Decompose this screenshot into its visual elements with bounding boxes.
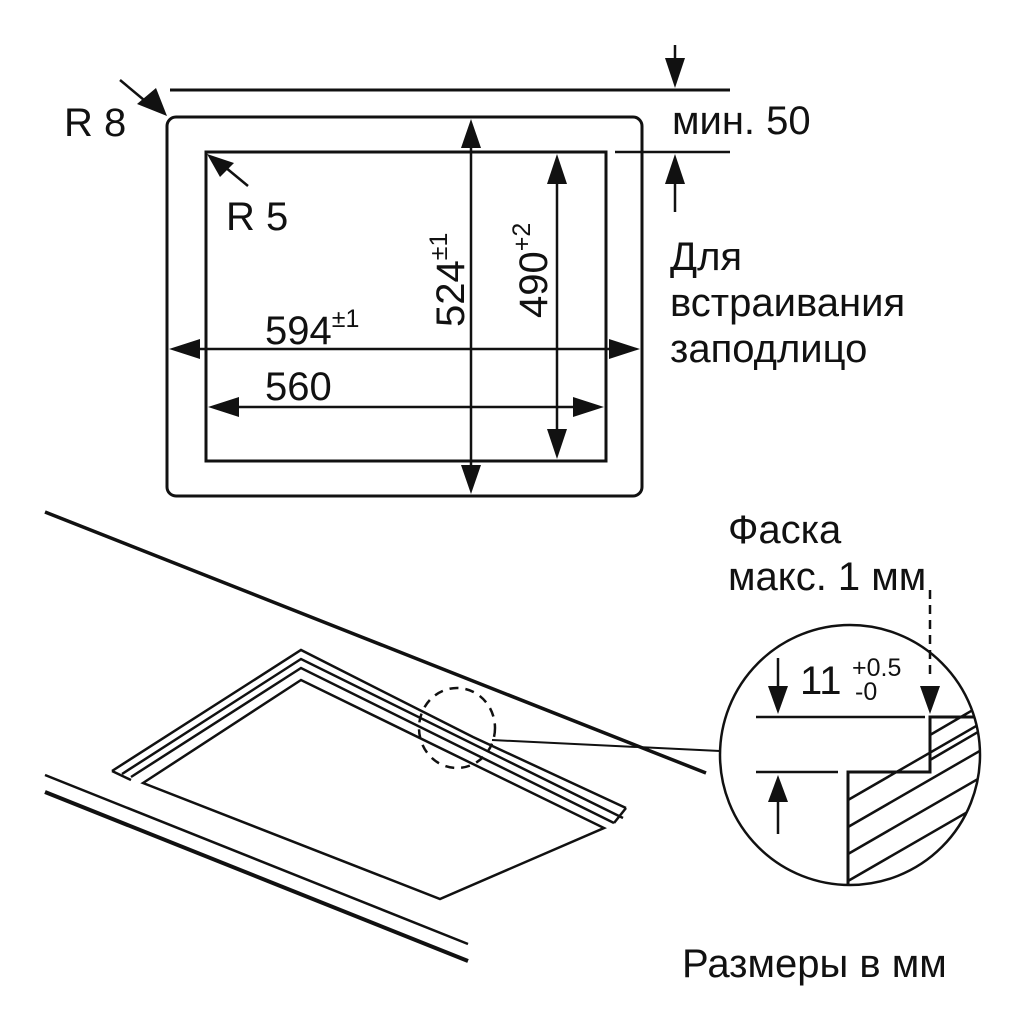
- arrow-down-icon: [768, 686, 788, 714]
- arrow-right-icon: [573, 397, 604, 417]
- worktop-front-edge-bottom: [44, 790, 469, 963]
- flush-installation-note: Для встраивания заподлицо: [670, 235, 905, 371]
- detail-circle: [718, 623, 982, 887]
- outer-width-label: 594±1: [265, 305, 359, 353]
- arrow-icon: [207, 154, 234, 177]
- arrow-down-icon: [547, 429, 567, 459]
- arrow-up-icon: [665, 154, 685, 184]
- outer-radius-callout: R 8: [64, 79, 167, 145]
- worktop-back-edge: [44, 510, 707, 775]
- inner-depth-dimension: 490+2: [508, 154, 567, 459]
- top-view: мин. 50 R 8 R 5 594±1 560: [64, 45, 905, 498]
- outer-cutout-frame: [165, 115, 644, 498]
- units-note: Размеры в мм: [682, 942, 947, 986]
- arrow-left-icon: [208, 397, 239, 417]
- arrow-up-icon: [461, 119, 481, 148]
- inner-depth-label: 490+2: [508, 223, 556, 318]
- outer-radius-label: R 8: [64, 101, 126, 145]
- inner-width-dimension: 560: [208, 365, 604, 417]
- detail-marker-circle: [417, 686, 497, 770]
- arrow-left-icon: [169, 339, 200, 359]
- inner-cutout-frame: [204, 150, 608, 463]
- outer-depth-label: 524±1: [425, 233, 473, 327]
- chamfer-note-line-2: макс. 1 мм: [728, 555, 926, 599]
- isometric-view: [44, 510, 721, 963]
- arrow-right-icon: [609, 339, 640, 359]
- step-depth-tol-lower: -0: [855, 678, 877, 706]
- arrow-down-icon: [461, 465, 481, 494]
- worktop-front-edge-top: [44, 773, 469, 946]
- arrow-down-icon: [920, 686, 940, 714]
- flush-note-line-2: встраивания: [670, 281, 905, 325]
- outer-width-dimension: 594±1: [169, 305, 640, 359]
- step-depth-dimension: 11 +0.5 -0: [768, 654, 940, 834]
- outer-depth-dimension: 524±1: [425, 119, 481, 494]
- chamfer-note-line-1: Фаска: [728, 508, 842, 552]
- inner-width-label: 560: [265, 365, 332, 409]
- flush-note-line-1: Для: [670, 235, 742, 279]
- arrow-down-icon: [665, 58, 685, 88]
- detail-view: Фаска макс. 1 мм: [718, 508, 982, 887]
- inner-radius-callout: R 5: [207, 154, 288, 239]
- arrow-icon: [137, 88, 167, 116]
- worktop-section-hatch: [846, 698, 980, 885]
- recess-frame: [111, 648, 627, 901]
- step-depth-tol-upper: +0.5: [852, 654, 901, 682]
- arrow-up-icon: [768, 775, 788, 802]
- inner-radius-label: R 5: [226, 195, 288, 239]
- step-depth-value: 11: [800, 659, 842, 703]
- detail-leader-line: [491, 739, 721, 752]
- min-gap-dimension: мин. 50: [665, 45, 811, 212]
- arrow-up-icon: [547, 154, 567, 184]
- flush-note-line-3: заподлицо: [670, 327, 867, 371]
- cutout-opening: [140, 678, 607, 901]
- gap-label: мин. 50: [672, 99, 811, 143]
